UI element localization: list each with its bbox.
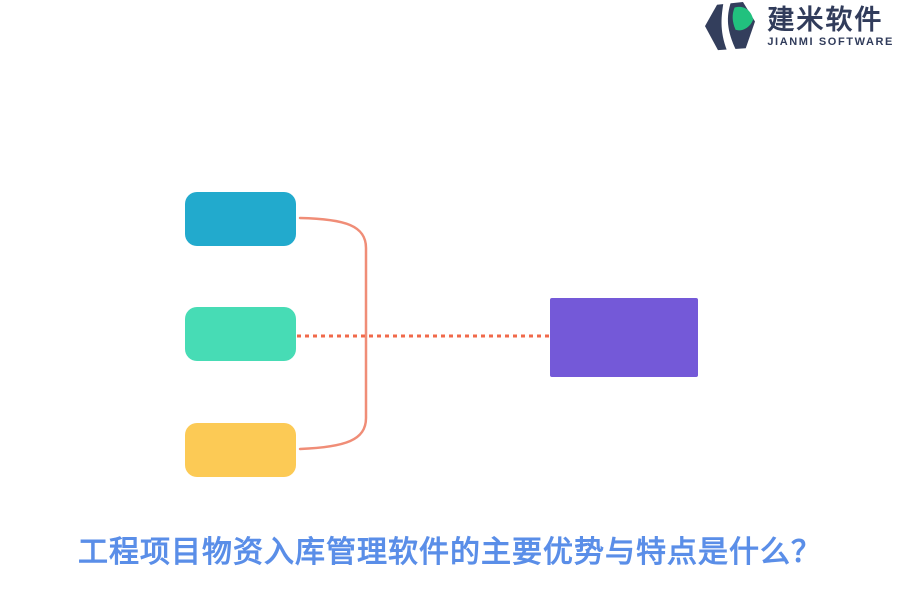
- brand-logo: 建米软件 JIANMI SOFTWARE: [701, 2, 894, 52]
- brand-name: 建米软件: [767, 4, 884, 35]
- diagram-node-result: [550, 298, 698, 377]
- brand-text-block: 建米软件 JIANMI SOFTWARE: [767, 4, 894, 49]
- diagram-node-bottom: [185, 423, 296, 477]
- brand-subtitle: JIANMI SOFTWARE: [767, 36, 894, 49]
- page-title: 工程项目物资入库管理软件的主要优势与特点是什么？: [78, 535, 822, 570]
- jianmi-hexagon-logo-icon: [705, 2, 756, 52]
- diagram-node-top: [185, 192, 296, 246]
- bracket-connector-line: [298, 216, 368, 451]
- diagram-node-middle: [185, 307, 296, 361]
